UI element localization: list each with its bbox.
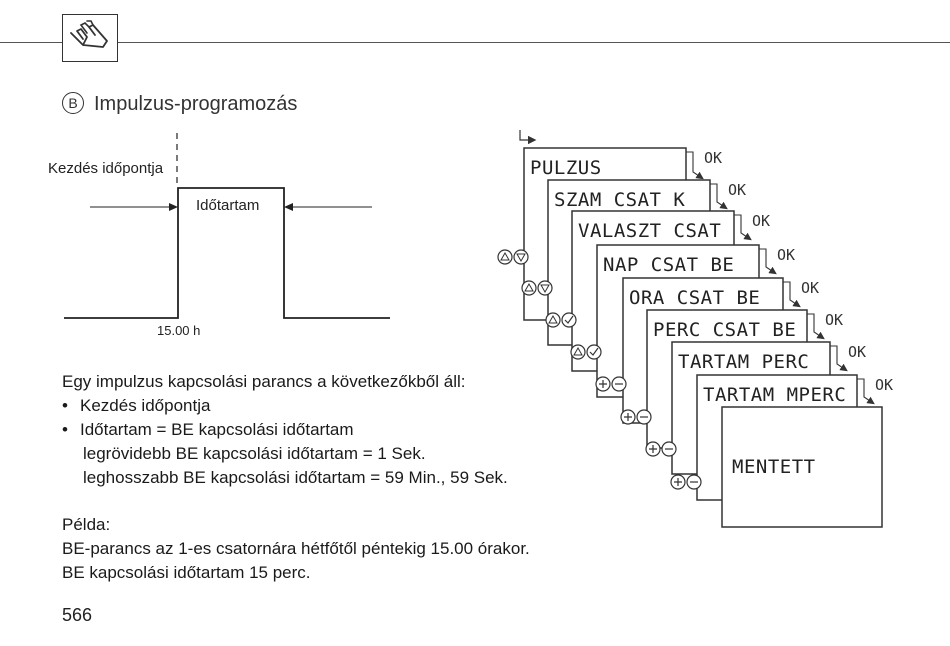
check-button-icon[interactable] bbox=[561, 312, 577, 328]
svg-text:OK: OK bbox=[777, 246, 795, 264]
hand-pointing-icon bbox=[62, 14, 118, 62]
duration-label: Időtartam bbox=[196, 197, 260, 214]
header-rule bbox=[0, 42, 950, 43]
timing-diagram bbox=[64, 133, 390, 319]
svg-text:OK: OK bbox=[801, 279, 819, 297]
max-duration-text: leghosszabb BE kapcsolási időtartam = 59… bbox=[83, 468, 508, 487]
svg-text:NAP CSAT BE: NAP CSAT BE bbox=[603, 254, 734, 276]
button-pair-6 bbox=[620, 409, 652, 425]
svg-text:TARTAM MPERC: TARTAM MPERC bbox=[703, 384, 846, 406]
svg-text:OK: OK bbox=[875, 376, 893, 394]
svg-text:MENTETT: MENTETT bbox=[732, 456, 816, 478]
svg-text:OK: OK bbox=[848, 343, 866, 361]
button-pair-8 bbox=[670, 474, 702, 490]
svg-text:ORA CSAT BE: ORA CSAT BE bbox=[629, 287, 760, 309]
time-label: 15.00 h bbox=[157, 323, 201, 338]
bullet-item: •Időtartam = BE kapcsolási időtartam bbox=[62, 420, 354, 439]
svg-text:PULZUS: PULZUS bbox=[530, 157, 602, 179]
svg-text:OK: OK bbox=[752, 212, 770, 230]
svg-text:TARTAM PERC: TARTAM PERC bbox=[678, 351, 809, 373]
check-button-icon[interactable] bbox=[586, 344, 602, 360]
example-line: BE-parancs az 1-es csatornára hétfőtől p… bbox=[62, 539, 530, 558]
svg-text:OK: OK bbox=[704, 149, 722, 167]
svg-text:PERC CSAT BE: PERC CSAT BE bbox=[653, 319, 796, 341]
intro-text: Egy impulzus kapcsolási parancs a követk… bbox=[62, 372, 466, 391]
bullet-item: •Kezdés időpontja bbox=[62, 396, 211, 415]
description: Egy impulzus kapcsolási parancs a követk… bbox=[62, 370, 508, 490]
svg-text:VALASZT CSAT: VALASZT CSAT bbox=[578, 220, 721, 242]
button-pair-5 bbox=[595, 376, 627, 392]
example-line: BE kapcsolási időtartam 15 perc. bbox=[62, 563, 311, 582]
button-pair-4 bbox=[570, 344, 602, 360]
page-number: 566 bbox=[62, 605, 93, 625]
start-time-label: Kezdés időpontja bbox=[48, 160, 164, 177]
svg-text:SZAM CSAT K: SZAM CSAT K bbox=[554, 189, 685, 211]
section-title: B Impulzus-programozás bbox=[62, 92, 297, 116]
svg-text:OK: OK bbox=[728, 181, 746, 199]
arrowhead-left bbox=[284, 203, 293, 211]
screen-9-saved: MENTETT bbox=[721, 406, 883, 528]
button-pair-1 bbox=[497, 249, 529, 265]
entry-arrow bbox=[519, 130, 537, 145]
example-heading: Példa: bbox=[62, 515, 111, 534]
section-marker: B bbox=[62, 92, 84, 114]
pulse-line bbox=[64, 187, 390, 319]
example: Példa: BE-parancs az 1-es csatornára hét… bbox=[62, 513, 530, 585]
button-pair-3 bbox=[545, 312, 577, 328]
svg-text:OK: OK bbox=[825, 311, 843, 329]
button-pair-2 bbox=[521, 280, 553, 296]
arrowhead-right bbox=[169, 203, 178, 211]
section-title-text: Impulzus-programozás bbox=[94, 93, 298, 115]
min-duration-text: legrövidebb BE kapcsolási időtartam = 1 … bbox=[83, 444, 426, 463]
button-pair-7 bbox=[645, 441, 677, 457]
